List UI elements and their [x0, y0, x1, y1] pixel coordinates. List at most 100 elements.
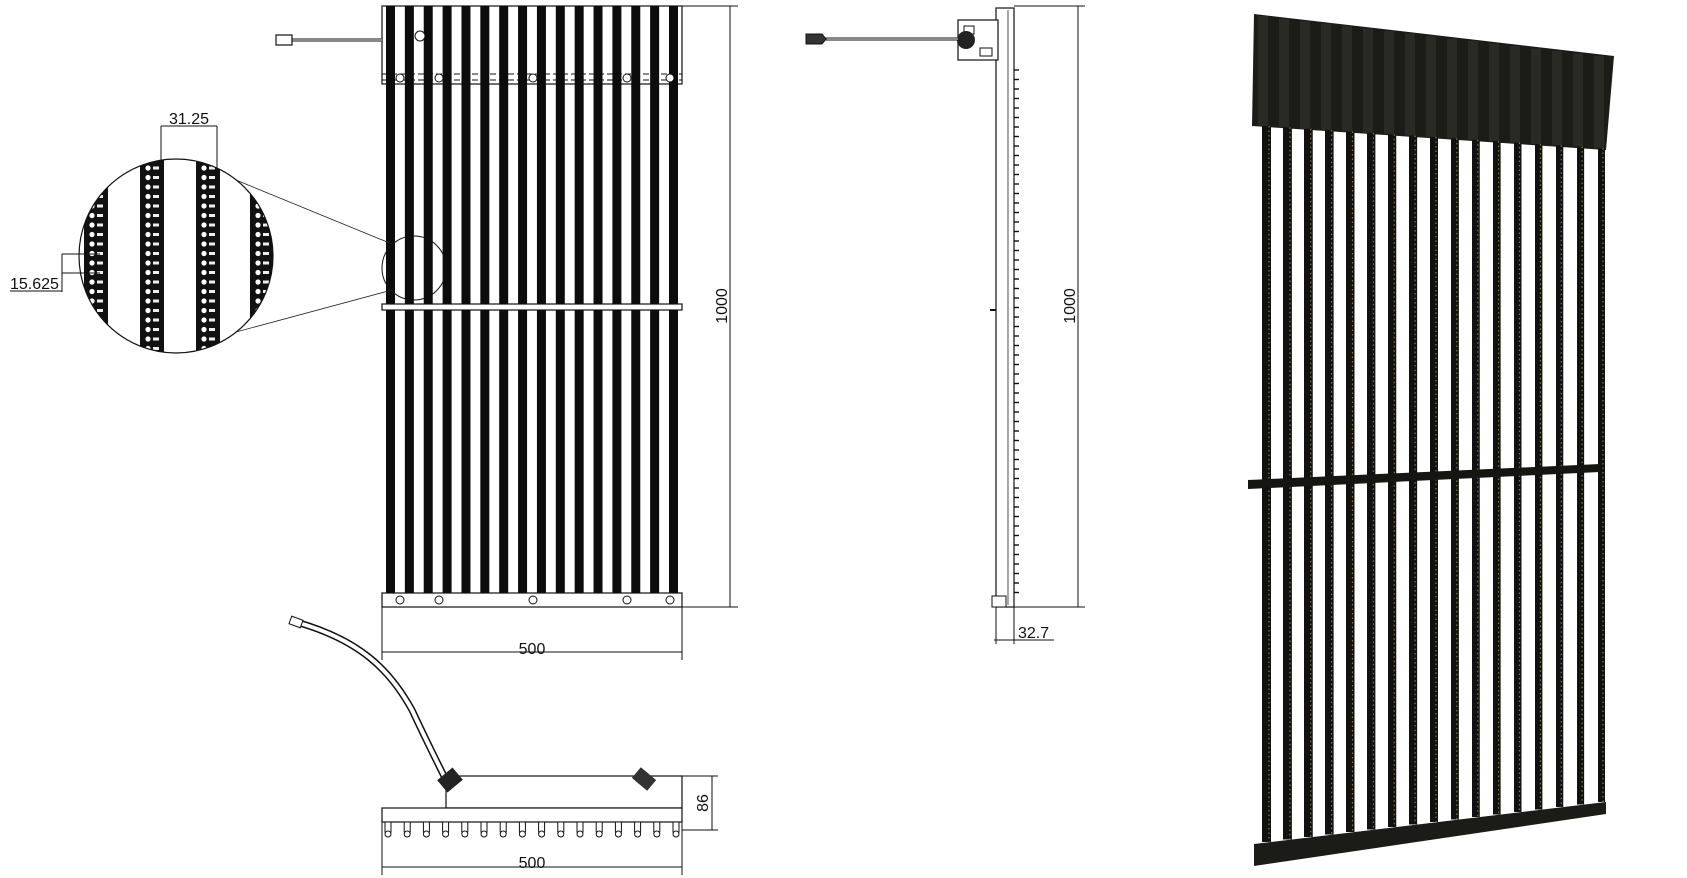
led-pixel-icon: [89, 355, 94, 360]
led-pixel-icon: [145, 288, 151, 295]
render-led-strip: [1493, 141, 1501, 815]
led-pixel-icon: [263, 176, 269, 179]
detail-led-strip: [196, 159, 220, 353]
led-pixel-icon: [145, 317, 151, 323]
led-pixel-icon: [263, 242, 269, 246]
led-pixel-icon: [201, 250, 207, 257]
led-pixel-icon: [255, 174, 261, 181]
led-pixel-icon: [145, 355, 150, 360]
render-bottom-bar: [1254, 802, 1606, 866]
led-pixel-icon: [145, 231, 151, 238]
detail-led-strip: [250, 159, 273, 353]
led-pixel-icon: [89, 317, 95, 323]
led-pixel-icon: [263, 337, 269, 341]
led-pixel-icon: [209, 318, 215, 322]
led-pixel-icon: [209, 309, 215, 312]
led-pixel-icon: [153, 185, 159, 189]
render-header-rib: [1363, 28, 1373, 133]
top-strip-end-cap: [518, 830, 526, 838]
led-pixel-icon: [263, 271, 269, 274]
top-cable-end-icon: [288, 615, 304, 629]
led-pixel-icon: [263, 318, 269, 322]
led-pixel-icon: [209, 299, 215, 303]
led-pixel-icon: [97, 166, 103, 170]
top-strip-ends: [384, 821, 680, 838]
led-pixel-icon: [97, 357, 103, 360]
led-pixel-icon: [263, 299, 269, 303]
render-header-rib: [1552, 51, 1562, 146]
top-strip-end-cap: [576, 830, 584, 838]
screw-icon: [622, 595, 632, 605]
led-pixel-icon: [145, 184, 151, 190]
led-pixel-icon: [145, 165, 151, 171]
led-pixel-icon: [153, 204, 159, 208]
led-pixel-icon: [201, 355, 206, 360]
side-cable-plug-icon: [805, 33, 827, 45]
led-pixel-icon: [201, 298, 207, 304]
side-connector-icon: [957, 31, 975, 49]
led-pixel-icon: [209, 271, 215, 274]
top-strip-end-cap: [595, 830, 603, 838]
led-pixel-icon: [255, 288, 261, 295]
screw-icon: [665, 73, 675, 83]
led-pixel-icon: [153, 166, 159, 170]
led-pixel-icon: [97, 299, 103, 303]
pixel-pitch-label: 15.625: [10, 276, 59, 293]
led-pixel-icon: [153, 280, 159, 284]
render-header-rib: [1342, 26, 1352, 132]
render-strips: [1262, 126, 1605, 842]
led-pixel-icon: [255, 336, 261, 342]
led-pixel-icon: [145, 307, 151, 314]
top-strip-end-cap: [672, 830, 680, 838]
led-pixel-icon: [153, 318, 159, 322]
led-pixel-icon: [263, 328, 269, 331]
led-pixel-icon: [201, 203, 207, 209]
led-pixel-icon: [97, 233, 103, 236]
led-pixel-icon: [89, 193, 95, 200]
render-header-rib: [1489, 43, 1499, 142]
led-pixel-icon: [209, 280, 215, 284]
led-pixel-icon: [145, 212, 151, 219]
led-pixel-icon: [97, 347, 103, 350]
render-header-rib: [1447, 38, 1457, 139]
led-pixel-icon: [97, 176, 103, 179]
render-header-rib: [1468, 41, 1478, 140]
led-pixel-icon: [97, 290, 103, 293]
led-pixel-icon: [89, 288, 95, 295]
led-pixel-icon: [89, 174, 95, 181]
render-header-rib: [1321, 23, 1331, 131]
top-curved-cable: [295, 618, 448, 778]
led-pixel-icon: [255, 193, 261, 200]
led-pixel-icon: [97, 309, 103, 312]
led-pixel-icon: [153, 223, 159, 227]
screw-icon: [622, 73, 632, 83]
led-pixel-icon: [255, 317, 261, 323]
screw-icon: [414, 30, 426, 42]
render-header-rib: [1279, 18, 1289, 128]
led-pixel-icon: [209, 185, 215, 189]
led-pixel-icon: [255, 260, 261, 266]
led-pixel-icon: [97, 204, 103, 208]
led-pixel-icon: [255, 355, 260, 360]
led-pixel-icon: [209, 204, 215, 208]
led-pixel-icon: [255, 345, 261, 352]
render-led-strip: [1514, 142, 1522, 812]
led-pixel-icon: [89, 184, 95, 190]
led-pixel-icon: [89, 231, 95, 238]
led-pixel-icon: [209, 290, 215, 293]
led-pixel-icon: [201, 184, 207, 190]
led-pixel-icon: [209, 252, 215, 255]
led-pixel-icon: [209, 242, 215, 246]
led-pixel-icon: [97, 185, 103, 189]
led-pixel-icon: [201, 288, 207, 295]
led-pixel-icon: [89, 241, 95, 247]
led-pixel-icon: [153, 299, 159, 303]
led-pixel-icon: [153, 242, 159, 246]
led-pixel-icon: [89, 260, 95, 266]
led-pixel-icon: [89, 336, 95, 342]
led-pixel-icon: [255, 241, 261, 247]
led-pixel-icon: [97, 223, 103, 227]
detail-magnified-view: 31.25 15.625: [10, 111, 393, 360]
render-header-rib: [1384, 31, 1394, 135]
render-led-strip: [1472, 139, 1480, 817]
